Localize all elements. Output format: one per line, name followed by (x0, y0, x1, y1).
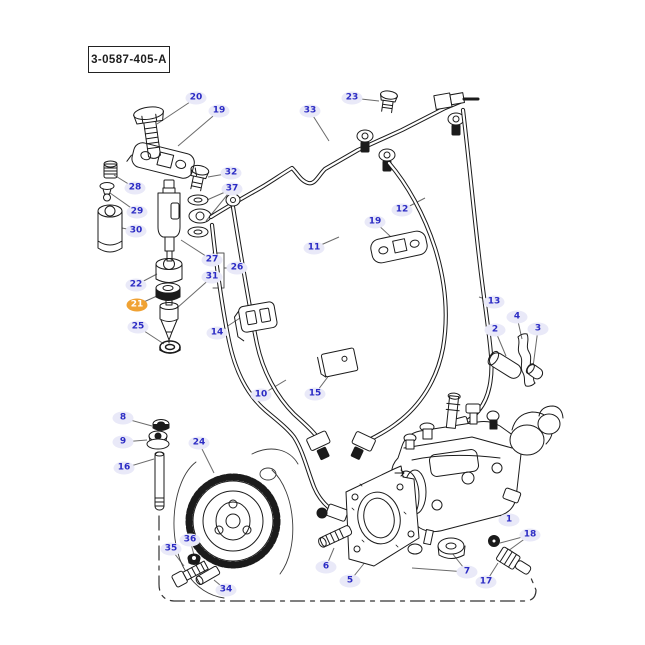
callout-12[interactable]: 12 (391, 203, 413, 217)
callout-9[interactable]: 9 (112, 435, 134, 449)
part-clamp-block-14 (233, 301, 278, 342)
callout-25[interactable]: 25 (127, 320, 149, 334)
callout-22[interactable]: 22 (125, 278, 147, 292)
callout-18[interactable]: 18 (519, 528, 541, 542)
drawing-number: 3-0587-405-A (91, 53, 167, 66)
part-bolt-23 (380, 90, 398, 114)
callout-36[interactable]: 36 (179, 533, 201, 547)
part-gasket-4 (517, 333, 536, 387)
part-sleeve-22 (155, 258, 183, 283)
callout-20[interactable]: 20 (185, 91, 207, 105)
part-pin-34 (195, 565, 221, 585)
callout-19-2[interactable]: 19 (364, 215, 386, 229)
callout-35[interactable]: 35 (160, 542, 182, 556)
callout-24[interactable]: 24 (188, 436, 210, 450)
callout-10[interactable]: 10 (250, 388, 272, 402)
callout-4[interactable]: 4 (506, 310, 528, 324)
chain-line (158, 515, 537, 602)
callout-19[interactable]: 19 (208, 104, 230, 118)
callout-14[interactable]: 14 (206, 326, 228, 340)
callout-32[interactable]: 32 (220, 166, 242, 180)
callout-29[interactable]: 29 (126, 205, 148, 219)
callout-11[interactable]: 11 (303, 241, 325, 255)
callout-7[interactable]: 7 (456, 565, 478, 579)
callout-23[interactable]: 23 (341, 91, 363, 105)
part-injector-body-27 (157, 179, 181, 262)
part-fitting-17 (496, 546, 532, 575)
callout-16[interactable]: 16 (113, 461, 135, 475)
callout-27[interactable]: 27 (201, 253, 223, 267)
callout-17[interactable]: 17 (475, 575, 497, 589)
part-rod-16 (154, 451, 165, 511)
callout-26[interactable]: 26 (226, 261, 248, 275)
part-pin-2 (487, 350, 522, 379)
part-flange-5 (345, 465, 420, 567)
part-leak-off-rail-33 (208, 92, 480, 220)
callout-31[interactable]: 31 (201, 270, 223, 284)
part-clamp-plate-19 (126, 142, 197, 179)
callout-30[interactable]: 30 (125, 224, 147, 238)
callout-8[interactable]: 8 (112, 411, 134, 425)
part-banjo-bolt-32 (190, 164, 210, 192)
part-holder-30 (97, 204, 123, 253)
part-washer-25 (159, 340, 181, 354)
callout-3[interactable]: 3 (527, 322, 549, 336)
part-clamp-plate-19b (370, 230, 428, 264)
callout-5[interactable]: 5 (339, 574, 361, 588)
callout-15[interactable]: 15 (304, 387, 326, 401)
drawing-number-box: 3-0587-405-A (88, 46, 170, 73)
callout-1[interactable]: 1 (498, 513, 520, 527)
callout-2[interactable]: 2 (484, 323, 506, 337)
callout-37[interactable]: 37 (221, 182, 243, 196)
part-valve-29 (99, 182, 115, 202)
part-spring-28 (103, 160, 118, 179)
callout-34[interactable]: 34 (215, 583, 237, 597)
part-seal-3 (525, 363, 544, 380)
callout-33[interactable]: 33 (299, 104, 321, 118)
part-nut-9 (146, 430, 170, 450)
part-stud-6 (318, 525, 353, 548)
part-washer-8 (152, 419, 170, 431)
part-nozzle-31 (159, 299, 179, 344)
part-nut-7 (437, 537, 466, 559)
callout-28[interactable]: 28 (124, 181, 146, 195)
part-washers-37 (187, 194, 212, 238)
part-bolt-35 (171, 560, 209, 588)
part-bolt-20 (133, 106, 164, 159)
part-clamp-plate-15 (317, 347, 359, 378)
callout-6[interactable]: 6 (315, 560, 337, 574)
part-timing-gear-24 (173, 448, 299, 599)
callout-21[interactable]: 21 (126, 298, 148, 312)
part-ring-nut-21 (155, 282, 181, 301)
part-seal-18 (488, 535, 500, 547)
callout-13[interactable]: 13 (483, 295, 505, 309)
part-injection-pump-1 (380, 392, 564, 555)
part-nut-36 (187, 553, 201, 565)
